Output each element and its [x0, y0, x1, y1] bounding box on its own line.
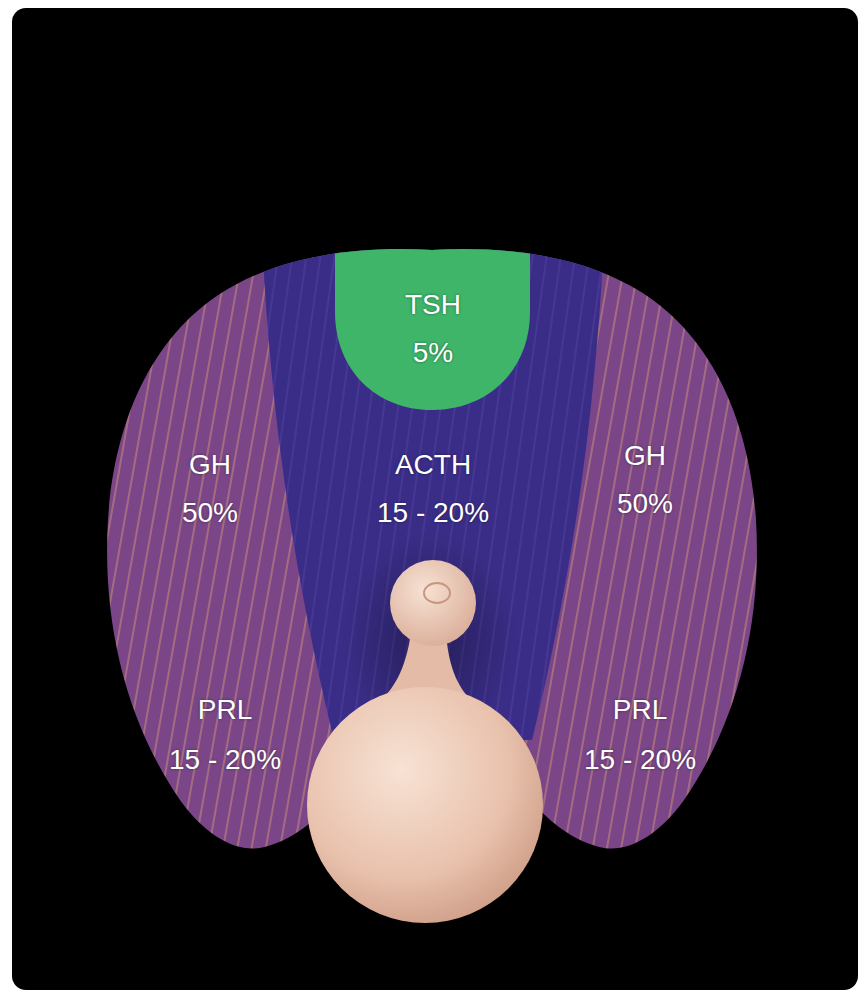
- hormone-name: PRL: [198, 686, 252, 734]
- acth-zone-shape: [262, 240, 604, 740]
- acth-zone: ACTH15 - 20% TSH5%: [268, 250, 598, 720]
- lateral-wing: GH50% PRL15 - 20%: [545, 432, 745, 792]
- cell-percentage: 15 - 20%: [377, 489, 489, 537]
- cell-percentage: 5%: [413, 329, 453, 377]
- stalk-opening: [424, 583, 450, 603]
- hormone-name: GH: [189, 441, 231, 489]
- tsh-zone-shape: [335, 236, 530, 410]
- tsh-zone: TSH5%: [335, 250, 531, 410]
- hormone-name: TSH: [405, 281, 461, 329]
- cell-percentage: 50%: [182, 489, 238, 537]
- cell-percentage: 15 - 20%: [584, 736, 696, 784]
- cell-percentage: 50%: [617, 480, 673, 528]
- cell-percentage: 15 - 20%: [169, 736, 281, 784]
- lateral-wing: GH50% PRL15 - 20%: [118, 441, 318, 786]
- hormone-name: ACTH: [395, 441, 471, 489]
- stalk-top: [390, 560, 476, 646]
- panel: [12, 8, 858, 990]
- hormone-name: PRL: [613, 686, 667, 734]
- posterior-lobe: [307, 687, 543, 923]
- hormone-name: GH: [624, 432, 666, 480]
